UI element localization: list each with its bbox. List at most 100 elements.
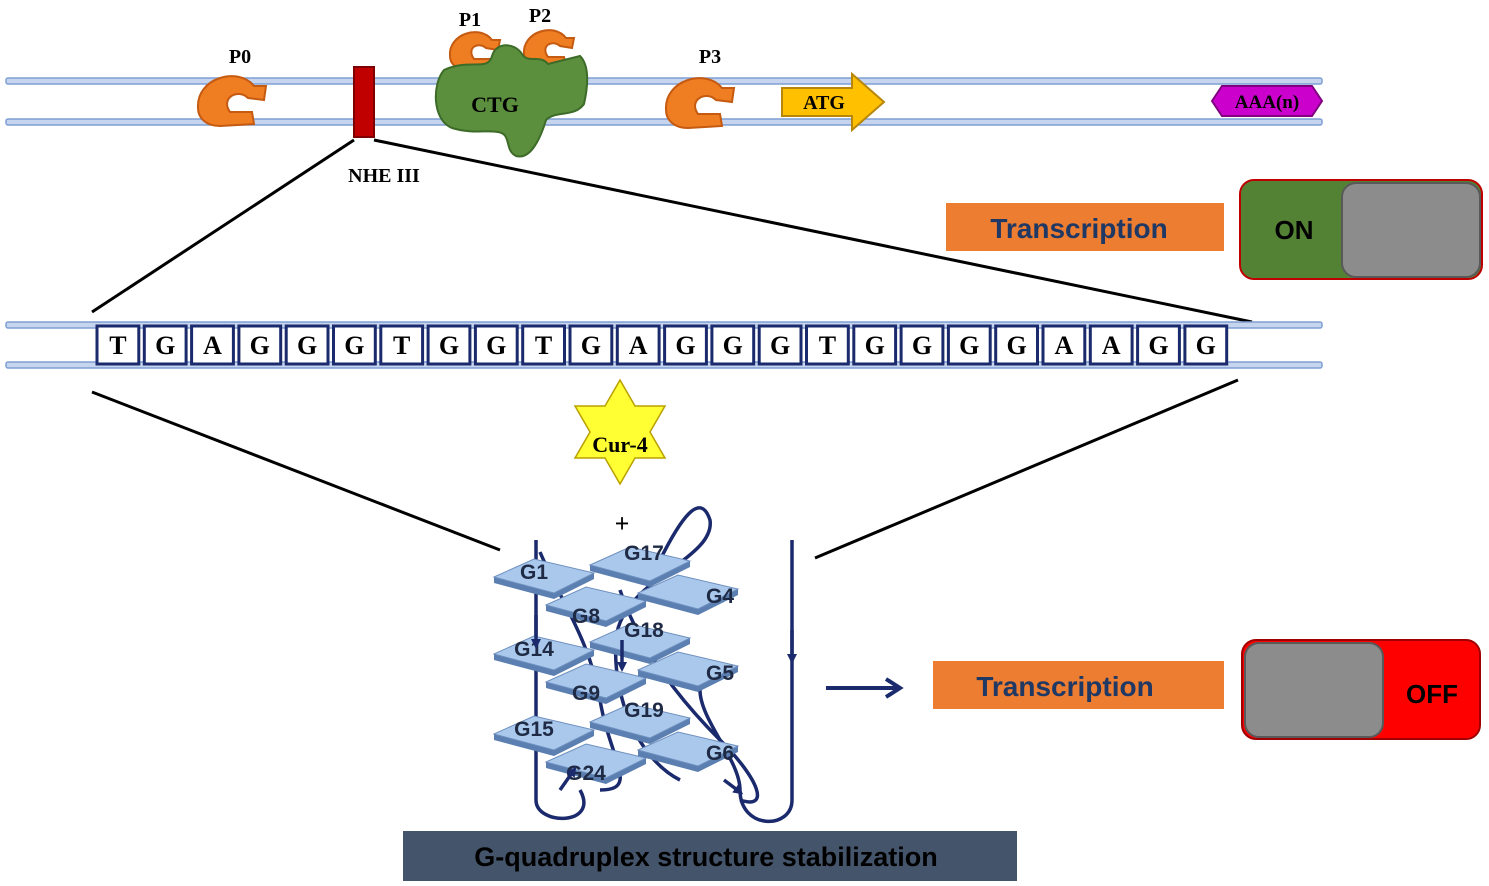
guanine-label: G8 (572, 605, 600, 628)
base-letter: G (250, 331, 270, 360)
tetrad-plate-edge (590, 718, 690, 744)
atg-label: ATG (803, 92, 845, 114)
tetrad-plate-edge (494, 573, 594, 599)
switch-knob (1244, 642, 1384, 738)
base-box (899, 324, 945, 366)
base-letter: T (393, 331, 410, 360)
promoter-shape (196, 75, 268, 128)
base-box (1088, 324, 1134, 366)
promoter-label-p0: P0 (229, 46, 251, 68)
promoter-shape (664, 77, 736, 130)
base-letter: G (1148, 331, 1168, 360)
base-box (284, 324, 330, 366)
base-box (994, 324, 1040, 366)
caption-text: G-quadruplex structure stabilization (474, 842, 938, 872)
ctg-protein (434, 44, 589, 158)
promoter-p3 (664, 77, 736, 130)
dna-strand-top (5, 77, 1323, 85)
base-box (1183, 324, 1229, 366)
base-letter: G (770, 331, 790, 360)
base-letter: G (344, 331, 364, 360)
switch-knob (1341, 182, 1481, 278)
base-letter: G (1006, 331, 1026, 360)
base-letter: G (865, 331, 885, 360)
base-letter: G (1196, 331, 1216, 360)
base-letter: G (439, 331, 459, 360)
base-box (710, 324, 756, 366)
base-letter: G (297, 331, 317, 360)
tetrad-plate (492, 558, 596, 594)
tetrad-plate-edge (494, 650, 594, 676)
polya-tail (1210, 85, 1324, 117)
base-box (95, 324, 141, 366)
base-box (521, 324, 567, 366)
strand-direction-arrows (531, 615, 797, 795)
cur4-ligand: Cur-4 + (573, 378, 667, 538)
base-box (426, 324, 472, 366)
plus-sign: + (615, 509, 630, 538)
base-letter: A (629, 331, 648, 360)
gene-region: P0 P1 P2 CTG P3 NHE III ATG AAA(n) (5, 5, 1324, 187)
base-box (1041, 324, 1087, 366)
transcription-label-on: Transcription (990, 213, 1167, 244)
tetrad-plate (492, 715, 596, 751)
base-box (852, 324, 898, 366)
nhe-iii-label: NHE III (348, 165, 420, 187)
nhe-iii-element (353, 66, 375, 138)
tetrad-plate-edge (638, 666, 738, 692)
base-box (946, 324, 992, 366)
base-letter: G (723, 331, 743, 360)
tetrad-plate-edge (638, 589, 738, 615)
ligand-label: Cur-4 (592, 432, 647, 457)
caption-box (403, 831, 1017, 881)
tetrad-plate (636, 651, 740, 687)
tetrad-plate-edge (494, 730, 594, 756)
guanine-label: G1 (520, 561, 548, 584)
promoter-p0 (196, 75, 268, 128)
arrow-down-icon (722, 778, 744, 795)
zoom-lines (91, 138, 1253, 560)
base-box (237, 324, 283, 366)
base-letter: T (109, 331, 126, 360)
dna-strand-bottom (5, 118, 1323, 126)
footer-caption: G-quadruplex structure stabilization (403, 831, 1017, 881)
tetrad-plate (588, 546, 692, 582)
transcription-box-on (946, 203, 1224, 251)
tetrad-plate (588, 703, 692, 739)
guanine-label: G18 (624, 619, 664, 642)
zoom-line-upper-left (91, 138, 355, 314)
transcription-label-off: Transcription (976, 671, 1153, 702)
guanine-label: G6 (706, 742, 734, 765)
base-letter: T (819, 331, 836, 360)
guanine-label: G19 (624, 699, 664, 722)
arrow-up-icon (558, 766, 577, 792)
base-letter: G (486, 331, 506, 360)
zoom-line-upper-right (373, 138, 1253, 324)
guanine-label: G4 (706, 585, 734, 608)
tetrad-plate (492, 635, 596, 671)
base-letter: G (155, 331, 175, 360)
base-letter: G (675, 331, 695, 360)
tetrad-plate-edge (546, 758, 646, 784)
tetrad-plate (636, 574, 740, 610)
base-box (615, 324, 661, 366)
base-letter: G (959, 331, 979, 360)
base-box (473, 324, 519, 366)
base-box (190, 324, 235, 366)
transcription-off-state: Transcription OFF (933, 639, 1481, 740)
base-letter: A (203, 331, 222, 360)
guanine-label: G17 (624, 542, 664, 565)
base-box (332, 324, 377, 366)
guanine-label: G5 (706, 662, 734, 685)
base-letter: A (1055, 331, 1074, 360)
on-switch-label: ON (1275, 215, 1314, 245)
transcription-on-state: Transcription ON (946, 179, 1483, 280)
base-letter: T (535, 331, 552, 360)
zoom-line-lower-left (91, 390, 501, 552)
base-box (142, 324, 188, 366)
promoter-label-p3: P3 (699, 46, 721, 68)
ligand-star (573, 378, 667, 486)
